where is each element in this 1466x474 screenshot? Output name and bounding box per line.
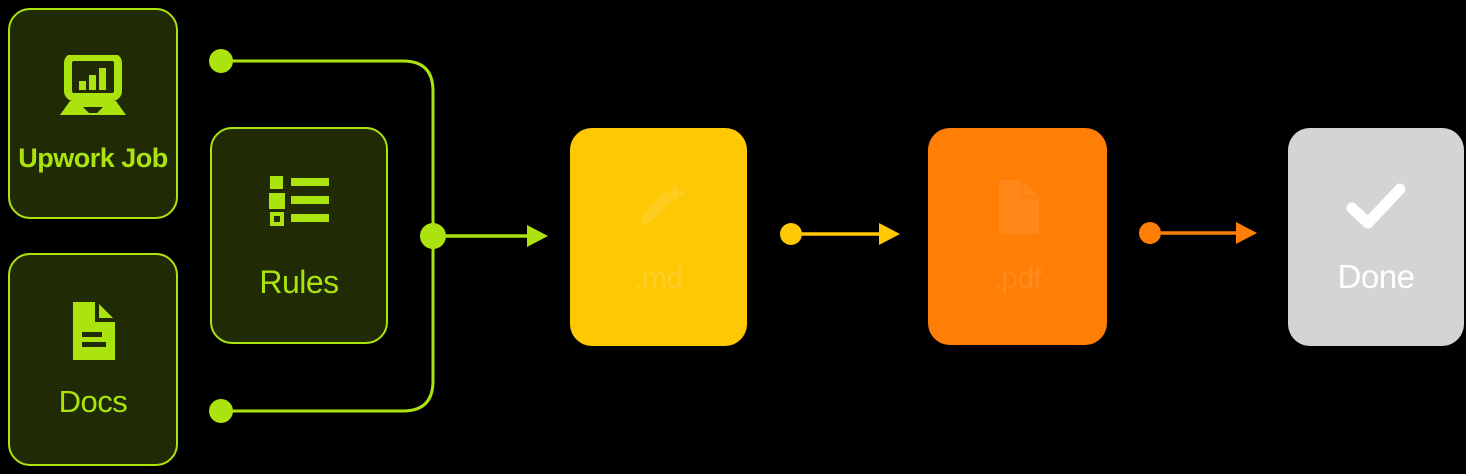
dot-md-out (780, 223, 802, 245)
node-done: Done (1288, 128, 1464, 346)
node-convert-pdf: .pdf (928, 128, 1107, 345)
laptop-chart-icon (53, 55, 133, 119)
checkmark-icon (1345, 182, 1407, 230)
node-label-draft-md: .md (634, 262, 683, 295)
document-icon (70, 302, 116, 360)
wire-upwork-to-merge (221, 59, 435, 236)
node-label-convert-pdf: .pdf (993, 261, 1042, 295)
merge-dot (420, 223, 446, 249)
node-upwork-job: Upwork Job (8, 8, 178, 219)
node-label-docs: Docs (58, 384, 128, 419)
dot-pdf-out (1139, 222, 1161, 244)
node-label-upwork-job: Upwork Job (18, 143, 168, 173)
checklist-icon (269, 174, 329, 226)
pen-sparkle-icon (632, 180, 686, 234)
node-docs: Docs (8, 253, 178, 466)
wire-docs-to-merge (221, 236, 435, 413)
wire-dot-docs (209, 399, 233, 423)
wire-dot-upwork (209, 49, 233, 73)
node-label-rules: Rules (259, 263, 339, 300)
node-label-done: Done (1337, 257, 1415, 295)
arrow-pdf-to-done-head (1236, 222, 1257, 244)
arrow-merge-to-md-head (527, 225, 548, 247)
node-draft-md: .md (570, 128, 747, 346)
node-rules: Rules (210, 127, 388, 344)
arrow-md-to-pdf-head (879, 223, 900, 245)
document-convert-icon (996, 179, 1040, 234)
